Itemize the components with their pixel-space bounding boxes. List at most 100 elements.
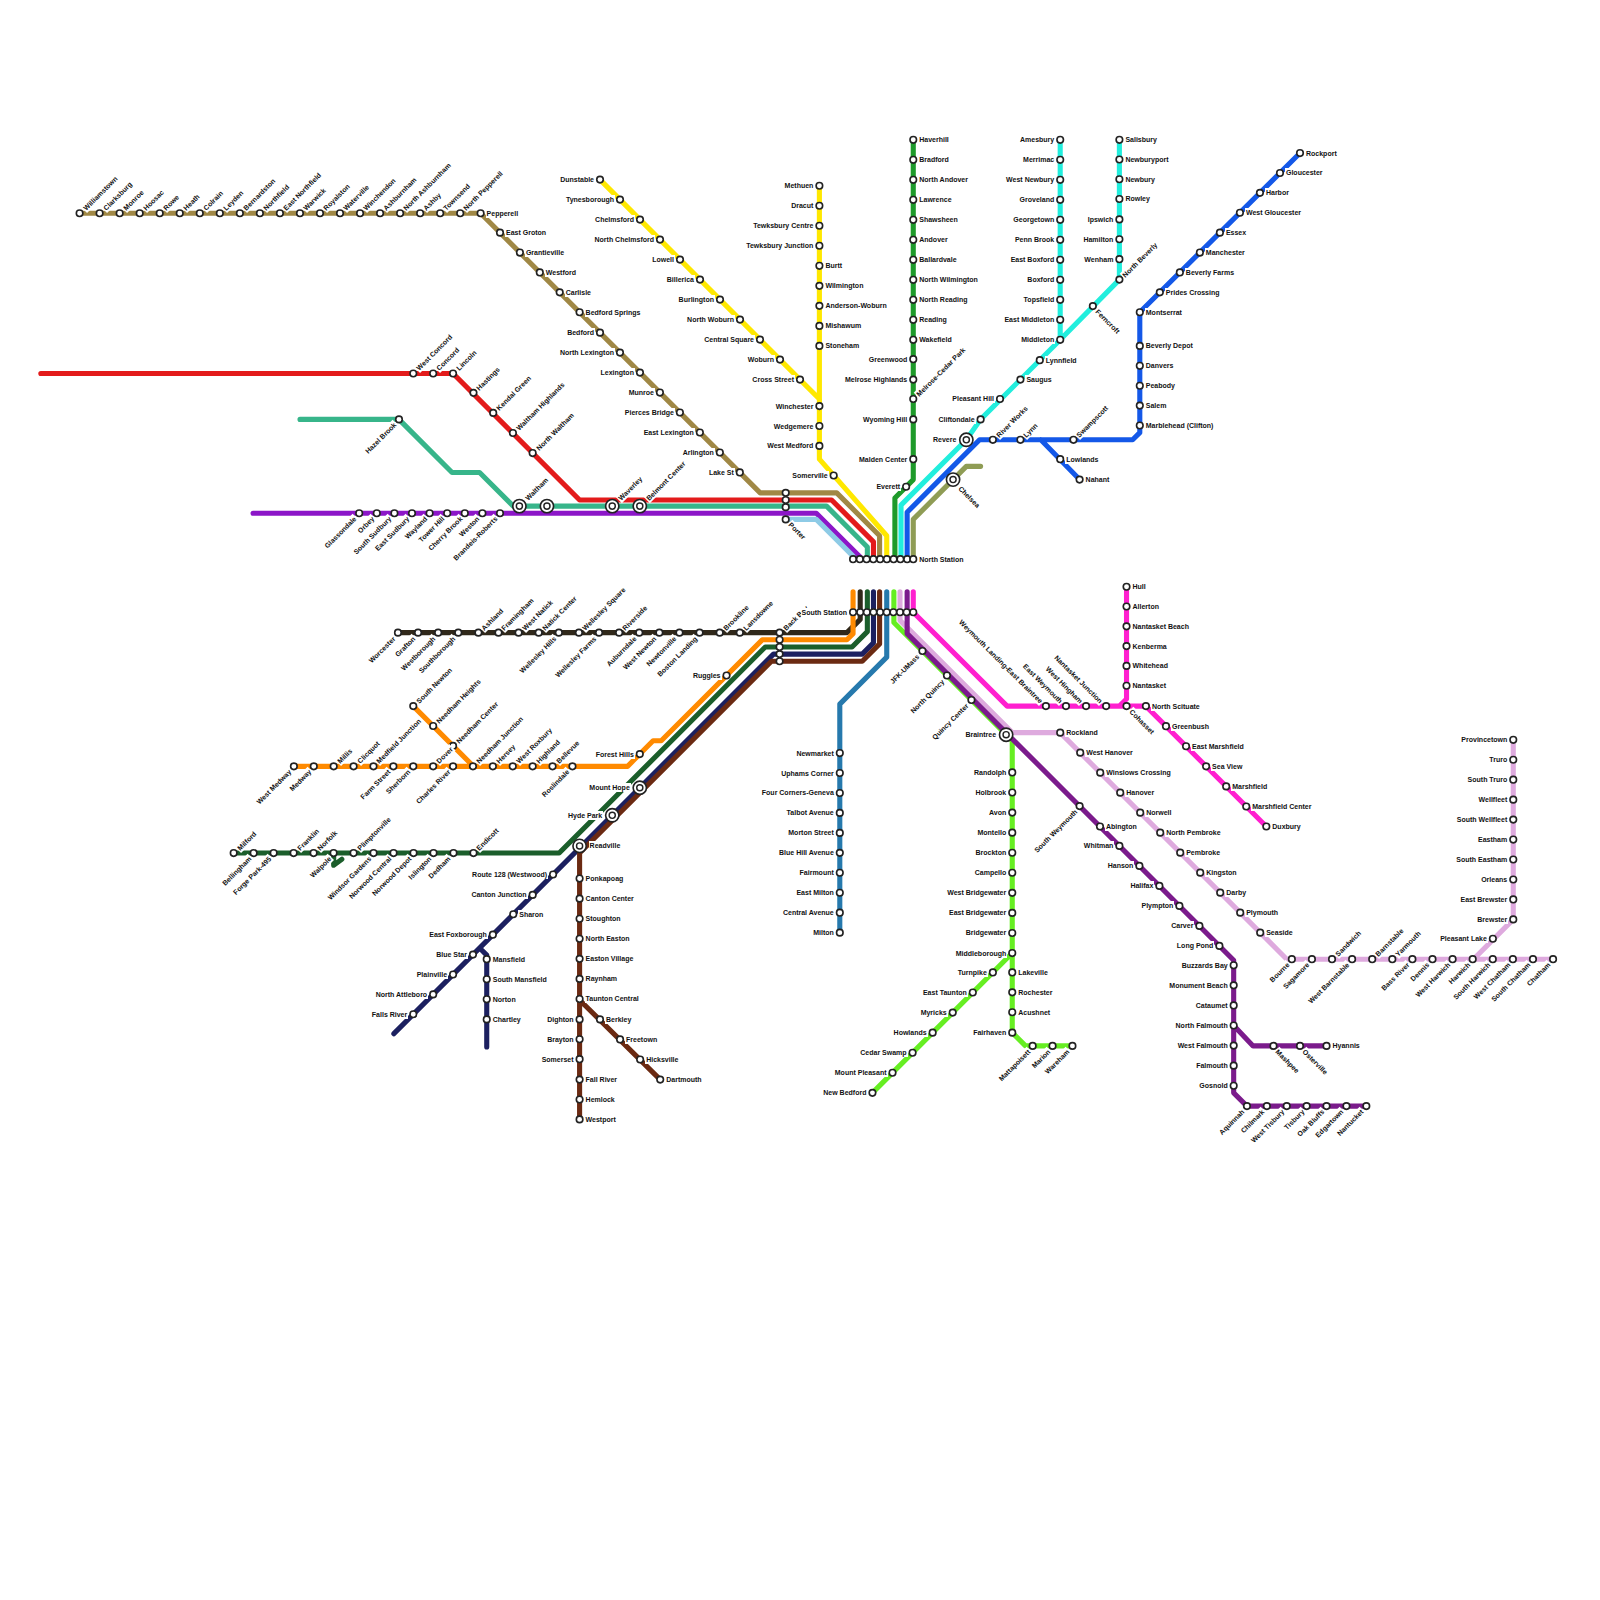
station-label: Kingston [1205, 868, 1237, 877]
station-dot [1197, 249, 1204, 256]
station-dot [311, 763, 318, 770]
station-dot [1123, 682, 1130, 689]
station-dot [1009, 1009, 1016, 1016]
station-dot [1230, 962, 1237, 969]
station-label: Gosnold [1198, 1081, 1228, 1090]
station-dot [317, 210, 324, 217]
station-label: Ruggles [692, 671, 722, 680]
station-dot [877, 609, 884, 616]
station-dot [677, 409, 684, 416]
station-label: Sandwich [1332, 928, 1363, 959]
station-label: Cliftondale [937, 415, 975, 424]
station-label: Groveland [1019, 195, 1056, 204]
station-dot [1057, 277, 1064, 284]
station-label: Carlisle [565, 288, 592, 297]
station-dot [1137, 309, 1144, 316]
station-dot [1123, 583, 1130, 590]
station-dot [510, 911, 517, 918]
station-dot [782, 504, 789, 511]
station-dot [529, 763, 536, 770]
station-dot [1217, 229, 1224, 236]
station-label: Fall River [585, 1075, 619, 1084]
station-label: Wilmington [824, 281, 864, 290]
station-label: East Bridgewater [948, 908, 1007, 917]
station-dot [391, 510, 398, 517]
station-label: Ballardvale [918, 255, 957, 264]
station-dot [897, 556, 904, 563]
station-dot [1123, 603, 1130, 610]
station-dot [410, 850, 417, 857]
station-dot [1123, 703, 1130, 710]
station-dot [837, 889, 844, 896]
station-label: Route 128 (Westwood) [471, 870, 548, 879]
station-dot [633, 499, 646, 512]
station-dot [637, 216, 644, 223]
station-label: Medfield Junction [374, 716, 424, 766]
station-label: Holbrook [975, 788, 1008, 797]
station-dot [1009, 769, 1016, 776]
station-label: Bradford [918, 155, 950, 164]
station-dot [356, 510, 363, 517]
station-dot [136, 210, 143, 217]
station-dot [576, 1116, 583, 1123]
station-label: Montello [976, 828, 1007, 837]
station-dot [437, 210, 444, 217]
station-dot [257, 210, 264, 217]
station-label: Glassondale [322, 514, 359, 551]
station-dot [1057, 197, 1064, 204]
station-label: Burlington [678, 295, 715, 304]
station-dot [816, 263, 823, 270]
station-dot [430, 763, 437, 770]
station-label: Methuen [784, 181, 815, 190]
station-dot [1230, 1002, 1237, 1009]
station-label: Boxford [1026, 275, 1055, 284]
station-dot [96, 210, 103, 217]
station-label: North Station [918, 555, 964, 564]
station-label: Greenbush [1171, 722, 1210, 731]
station-dot [857, 556, 864, 563]
station-dot [156, 210, 163, 217]
station-dot [863, 556, 870, 563]
station-dot [1329, 956, 1336, 963]
station-dot [409, 510, 416, 517]
station-label: Walpole [307, 853, 334, 880]
station-label: East Groton [505, 228, 547, 237]
station-label: Cross Street [751, 375, 795, 384]
station-dot [716, 629, 723, 636]
station-label: Mattapoisett [995, 1046, 1032, 1083]
station-label: Marblehead (Clifton) [1145, 421, 1215, 430]
station-label: Mishawum [824, 321, 862, 330]
station-label: Sea View [1211, 762, 1243, 771]
station-label: Freetown [625, 1035, 658, 1044]
station-label: West Newbury [1005, 175, 1055, 184]
station-label: East Brewster [1460, 895, 1509, 904]
station-dot [960, 433, 973, 446]
station-dot [637, 751, 644, 758]
station-dot [516, 503, 522, 509]
station-label: Middleborough [955, 949, 1008, 958]
station-dot [910, 396, 917, 403]
station-label: East Boxford [1010, 255, 1056, 264]
station-label: Arlington [682, 448, 715, 457]
station-label: Bridgewater [965, 928, 1007, 937]
station-label: West Medford [766, 441, 814, 450]
station-dot [910, 217, 917, 224]
station-dot [1156, 883, 1163, 890]
station-dot [870, 609, 877, 616]
station-label: Buzzards Bay [1181, 961, 1229, 970]
station-dot [544, 503, 550, 509]
station-label: West Gloucester [1245, 208, 1302, 217]
station-dot [390, 850, 397, 857]
station-dot [1097, 769, 1104, 776]
station-dot [291, 763, 298, 770]
station-dot [490, 931, 497, 938]
station-dot [837, 770, 844, 777]
station-dot [1090, 303, 1097, 310]
station-label: Raynham [585, 974, 619, 983]
station-label: Nantasket Beach [1132, 622, 1190, 631]
station-label: Halifax [1129, 881, 1154, 890]
station-dot [890, 609, 897, 616]
station-label: Malden Center [858, 455, 908, 464]
station-label: Billerica [666, 275, 695, 284]
station-dot [1510, 816, 1517, 823]
